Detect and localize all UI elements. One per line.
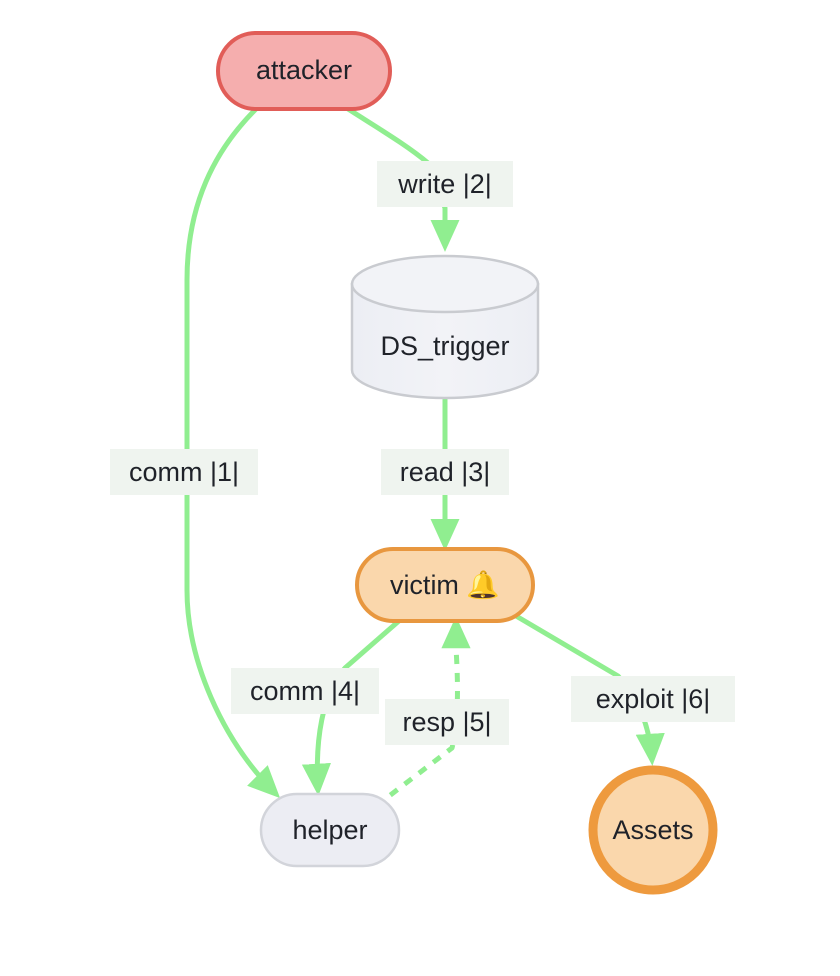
- node-ds-trigger[interactable]: DS_trigger: [350, 254, 540, 400]
- node-ds-trigger-body[interactable]: [350, 282, 540, 400]
- node-victim-label: victim 🔔: [390, 570, 500, 600]
- node-assets-label: Assets: [612, 815, 693, 845]
- node-attacker[interactable]: attacker: [216, 31, 392, 111]
- edge-label-exploit-6: exploit |6|: [571, 676, 735, 722]
- edge-label-comm-1-text: comm |1|: [129, 457, 239, 487]
- node-helper[interactable]: helper: [259, 792, 401, 868]
- edge-label-comm-1: comm |1|: [110, 449, 258, 495]
- node-attacker-shape[interactable]: [216, 31, 392, 111]
- edge-label-comm-4: comm |4|: [231, 668, 379, 714]
- edge-comm-1-path: [184, 105, 281, 799]
- node-victim[interactable]: victim 🔔: [355, 547, 535, 623]
- edge-label-write-2: write |2|: [377, 161, 513, 207]
- node-helper-shape[interactable]: [259, 792, 401, 868]
- edge-label-read-3-bg: [381, 449, 509, 495]
- edge-label-write-2-bg: [377, 161, 513, 207]
- node-assets[interactable]: Assets: [588, 765, 718, 895]
- edge-label-exploit-6-bg: [571, 676, 735, 722]
- edge-label-write-2-text: write |2|: [397, 169, 492, 199]
- edge-label-exploit-6-text: exploit |6|: [596, 684, 711, 714]
- node-attacker-label: attacker: [256, 55, 352, 85]
- node-ds-trigger-label: DS_trigger: [380, 331, 509, 361]
- node-ds-trigger-top-ellipse: [350, 254, 540, 314]
- edge-comm-1: [184, 105, 281, 799]
- edge-label-read-3: read |3|: [381, 449, 509, 495]
- node-helper-label: helper: [292, 815, 367, 845]
- edge-label-comm-4-bg: [231, 668, 379, 714]
- node-victim-shape[interactable]: [355, 547, 535, 623]
- edge-label-resp-5-bg: [385, 699, 509, 745]
- edge-label-comm-1-bg: [110, 449, 258, 495]
- edge-label-resp-5: resp |5|: [385, 699, 509, 745]
- edge-label-read-3-text: read |3|: [400, 457, 491, 487]
- edge-label-comm-4-text: comm |4|: [250, 676, 360, 706]
- edge-label-resp-5-text: resp |5|: [402, 707, 491, 737]
- node-assets-shape[interactable]: [588, 765, 718, 895]
